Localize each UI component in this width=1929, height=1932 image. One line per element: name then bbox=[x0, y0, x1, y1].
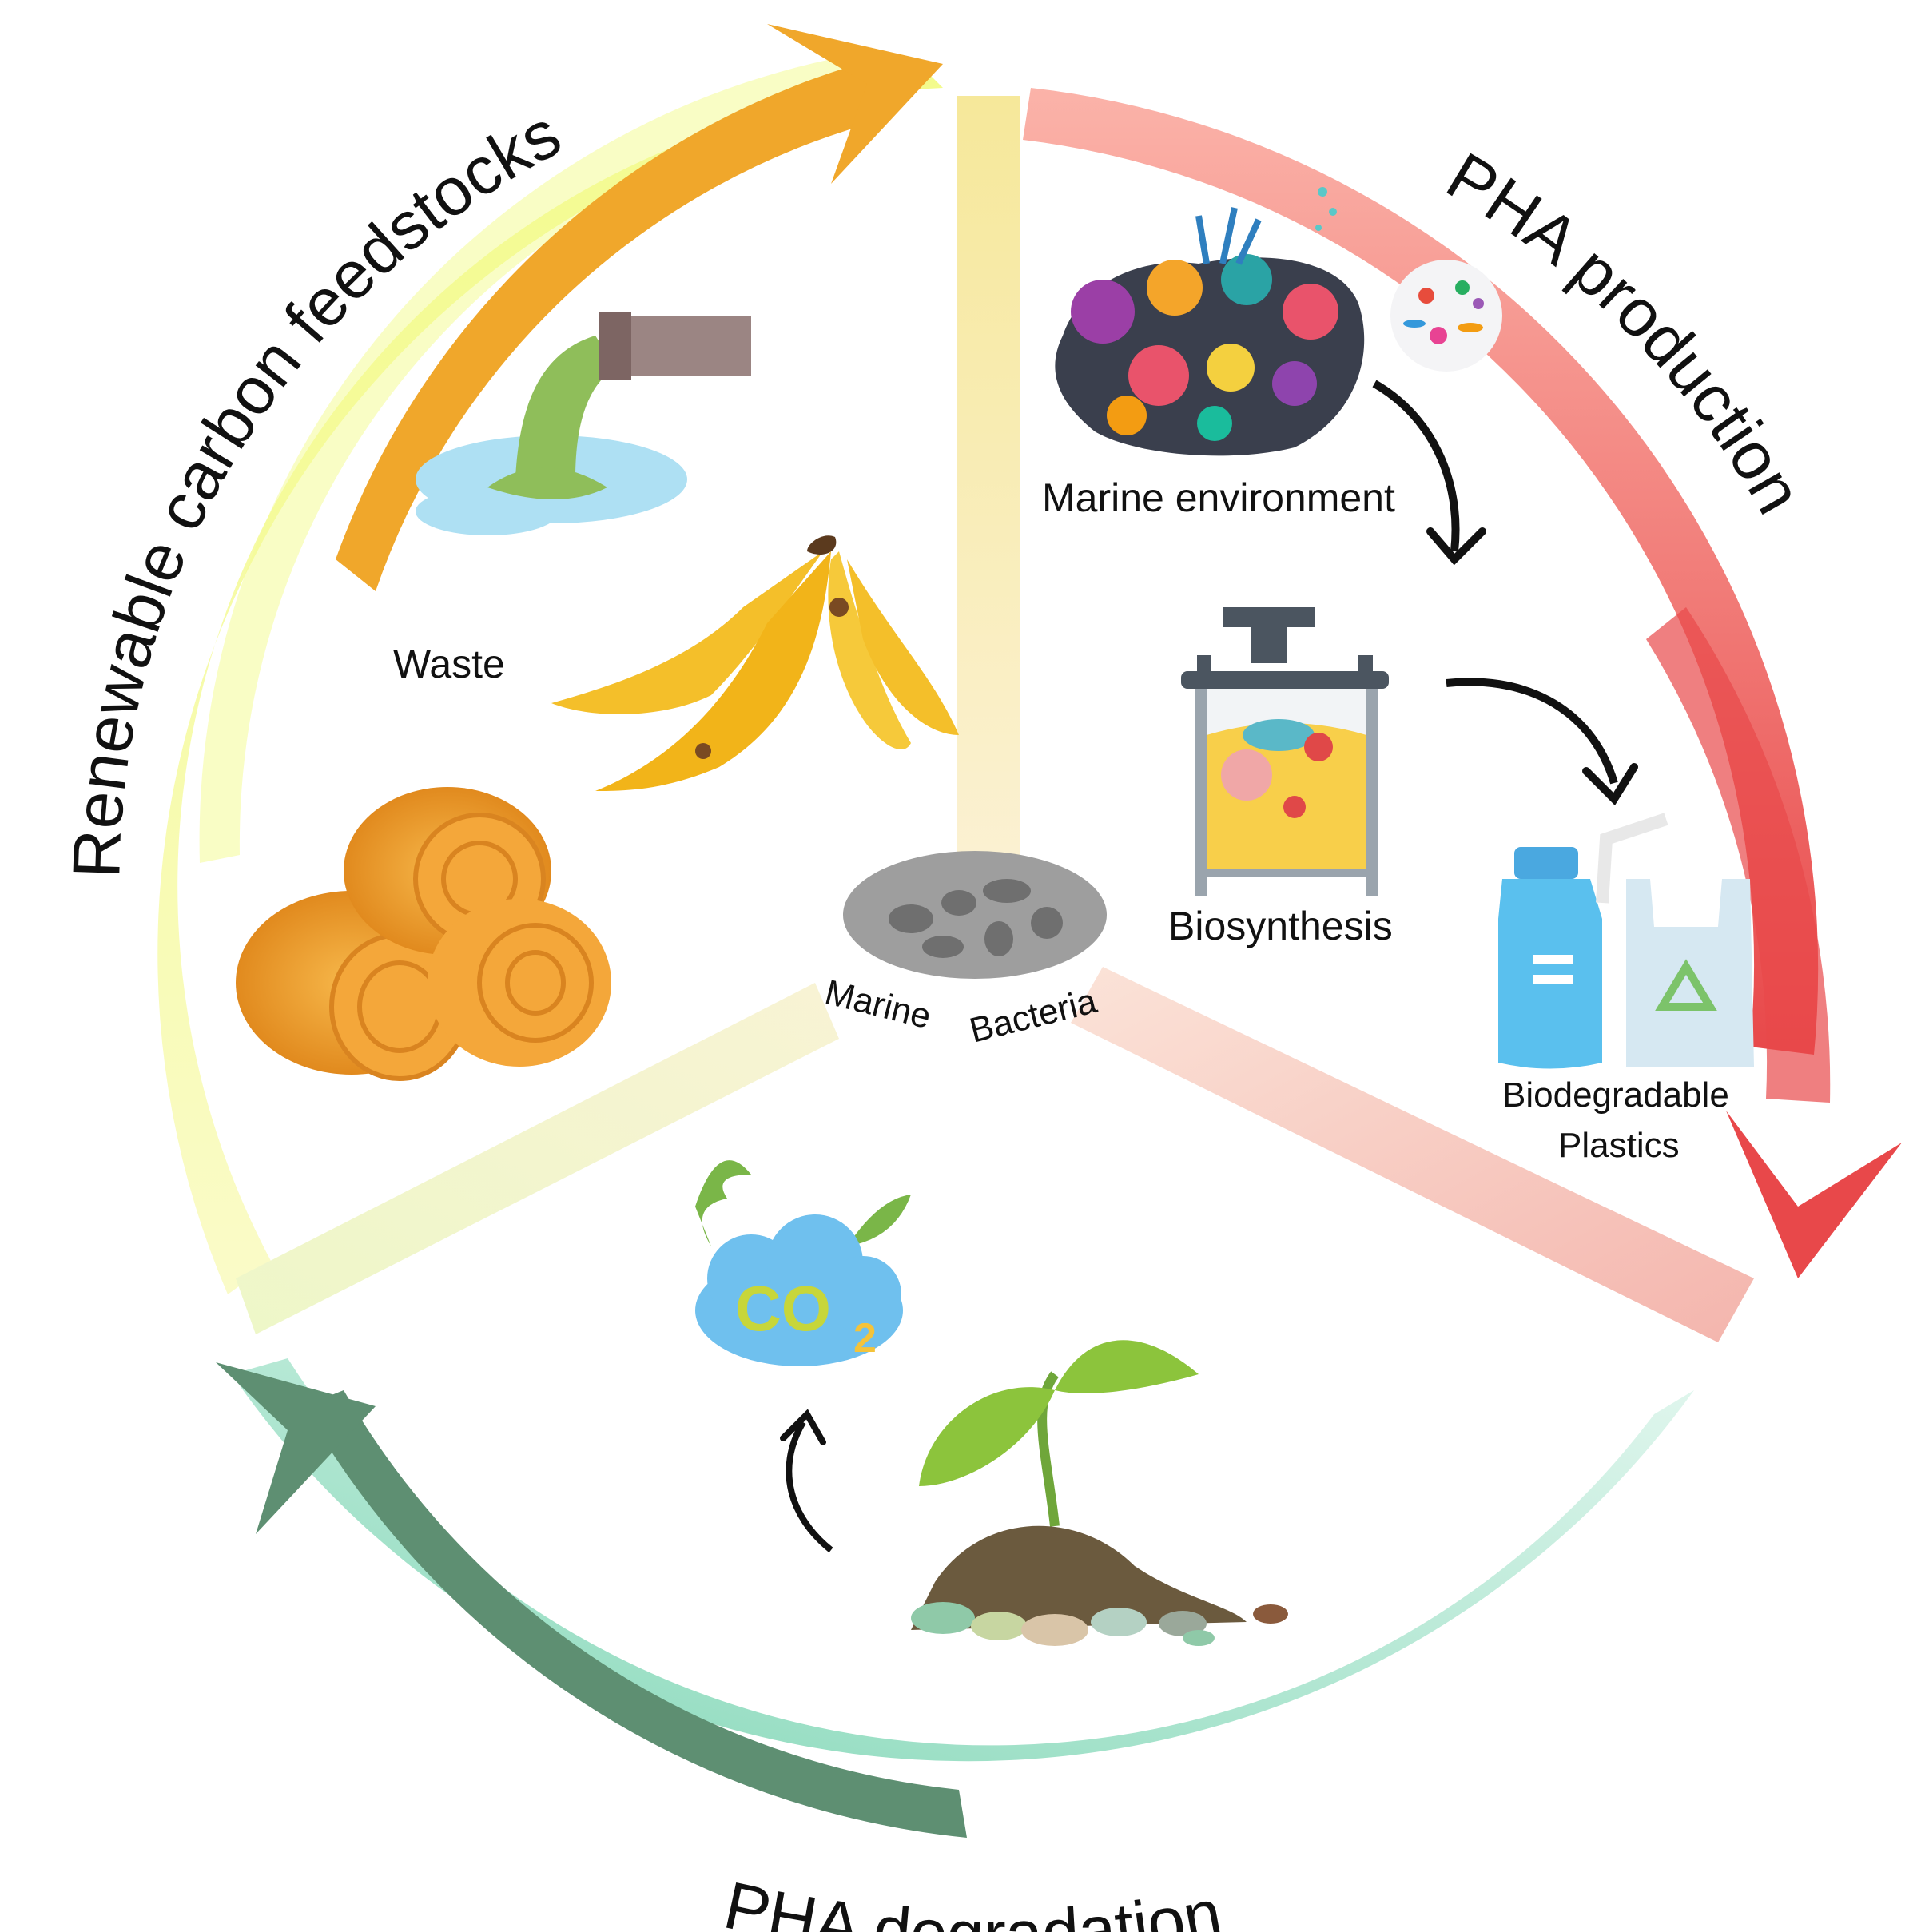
degradation-arc-label: PHA degradation bbox=[718, 1867, 1227, 1932]
degradation-arrowhead bbox=[216, 1362, 376, 1534]
co2-text: CO bbox=[735, 1273, 831, 1344]
spokes bbox=[236, 96, 1754, 1342]
waste-pipe-icon bbox=[416, 312, 751, 535]
bacteria-label: Bacteria bbox=[966, 981, 1101, 1051]
co2-subscript: 2 bbox=[853, 1315, 877, 1362]
plastic-bag-icon bbox=[1626, 879, 1754, 1067]
production-arrowhead bbox=[1726, 1111, 1902, 1278]
marine-environment-label: Marine environment bbox=[1042, 475, 1395, 520]
marine-bacteria-icon bbox=[843, 851, 1107, 979]
bioreactor-icon bbox=[1181, 607, 1389, 896]
coral-reef-icon bbox=[1055, 187, 1365, 456]
hay-bales-icon bbox=[236, 787, 611, 1081]
sprout-soil-icon bbox=[911, 1340, 1288, 1646]
feedstocks-arrowhead bbox=[767, 24, 943, 184]
degradation-arc bbox=[216, 1358, 1694, 1838]
feedstocks-arc bbox=[157, 24, 943, 1294]
arrow-to-co2-icon bbox=[786, 1420, 833, 1553]
biosynthesis-label: Biosynthesis bbox=[1168, 904, 1393, 948]
biodegradable-label: Biodegradable bbox=[1502, 1075, 1729, 1115]
co2-cloud-icon: CO 2 bbox=[695, 1160, 911, 1366]
microbes-icon bbox=[1390, 260, 1502, 372]
arrow-to-biosynthesis-icon bbox=[1372, 380, 1460, 552]
banana-peel-icon bbox=[551, 535, 959, 791]
marine-label: Marine bbox=[821, 972, 935, 1036]
plastic-bottle-icon bbox=[1498, 813, 1668, 1069]
waste-label: Waste bbox=[393, 642, 505, 686]
arrow-to-plastics-icon bbox=[1446, 678, 1618, 785]
plastics-label: Plastics bbox=[1558, 1126, 1680, 1165]
